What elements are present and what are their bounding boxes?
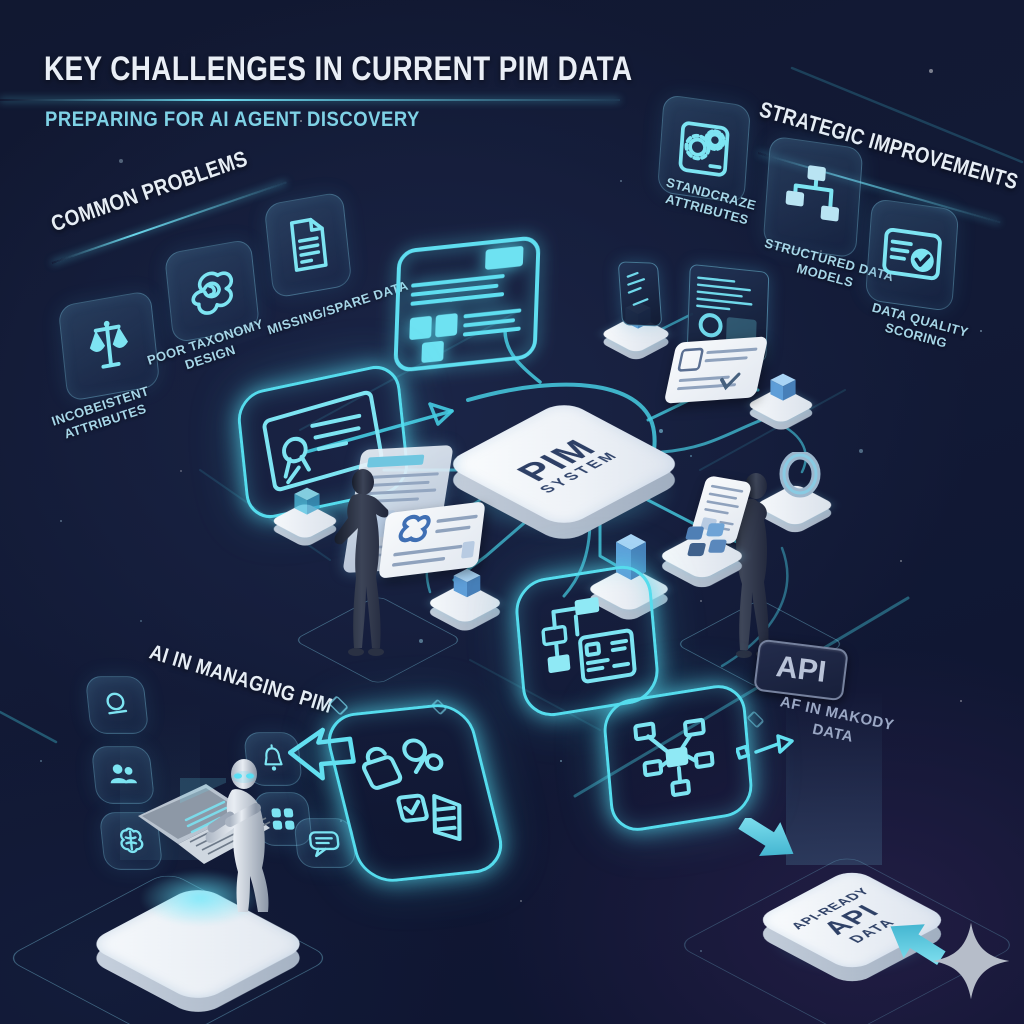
tile-missing-data [263,191,353,299]
api-flowchart-icon [633,717,715,797]
robot-left [334,469,389,656]
tile-grid [253,792,313,846]
cube-tile [425,566,505,642]
title-divider [0,99,620,101]
tile-search [84,676,150,734]
chat-icon [308,831,340,858]
tile-data-quality [864,197,960,313]
hierarchy-tree-icon [785,165,840,222]
certificate-box [235,360,411,524]
cube-tile-tall [585,534,673,632]
tile-structured-models [762,135,864,259]
light-beam [786,690,882,865]
brain-icon [120,827,144,854]
tangled-scribble-icon [191,271,234,315]
blue-cube [453,568,481,598]
magnifier-icon [106,692,128,715]
document-icon [289,217,328,272]
tile-inconsistent-attributes [57,289,161,403]
page-subtitle: PREPARING FOR AI AGENT DISCOVERY [45,108,420,131]
tile-standardize-attributes [657,93,751,205]
checklist-check-icon [882,227,942,281]
tile-poor-taxonomy [163,238,261,344]
tile-people [90,746,156,804]
tile-chat [293,818,357,868]
security-box [320,700,510,886]
ring-icon [779,452,821,498]
arrow-left-outline [287,727,356,781]
silver-robot [205,759,269,912]
sparkle-icon [932,922,1010,1000]
blue-cube [616,534,646,580]
page-title: KEY CHALLENGES IN CURRENT PIM DATA [44,50,633,88]
hologram-cube [294,487,320,515]
arrow-into-cube-bottom [890,924,946,965]
holo-cube-tile [269,487,342,558]
browser-card-outline [390,232,544,377]
pim-chip: PIM SYSTEM [438,348,688,558]
icons-tile [656,514,756,594]
people-icon [110,764,138,784]
mini-icons [685,523,727,557]
gears-window-icon [678,121,730,177]
mini-screen [617,261,663,327]
grid-icon [271,808,295,830]
ring-tile [753,452,840,542]
cube-tile [745,372,818,442]
doc-card [663,336,769,404]
api-flowchart-box [601,680,755,836]
certificate-icon [262,390,384,492]
floating-card [378,501,486,579]
tile-brain [98,812,164,870]
arrow-right-dashed [736,734,794,760]
flowchart-card-box [512,561,662,721]
api-badge: API [753,638,849,702]
blue-cube [770,373,796,401]
balance-scale-icon [89,320,128,369]
bell-icon [264,744,283,771]
tile-bell [243,732,303,786]
flowchart-card-icon [541,597,637,684]
arrow-into-cube-top [738,818,794,857]
lock-key-tag-icon [361,738,462,842]
